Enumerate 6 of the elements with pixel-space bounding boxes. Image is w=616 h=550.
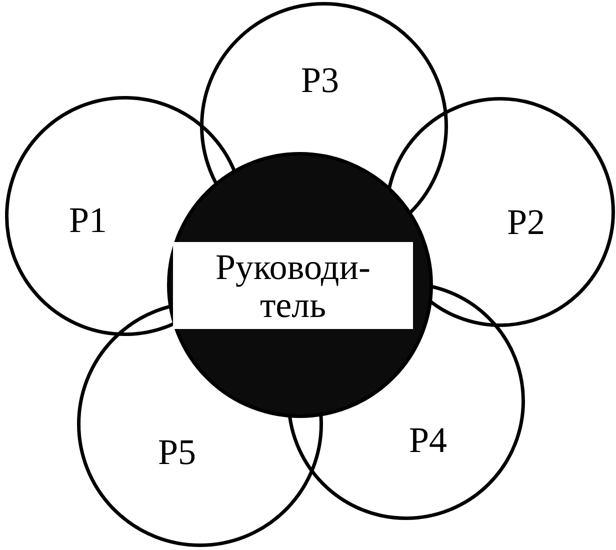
member-label: Р3 [300, 62, 340, 98]
member-label: Р2 [506, 204, 546, 240]
name-plate: Руководи-тель [173, 242, 413, 329]
member-label: Р4 [408, 422, 448, 458]
member-label: Р5 [158, 434, 196, 470]
member-label: Р1 [68, 202, 108, 238]
